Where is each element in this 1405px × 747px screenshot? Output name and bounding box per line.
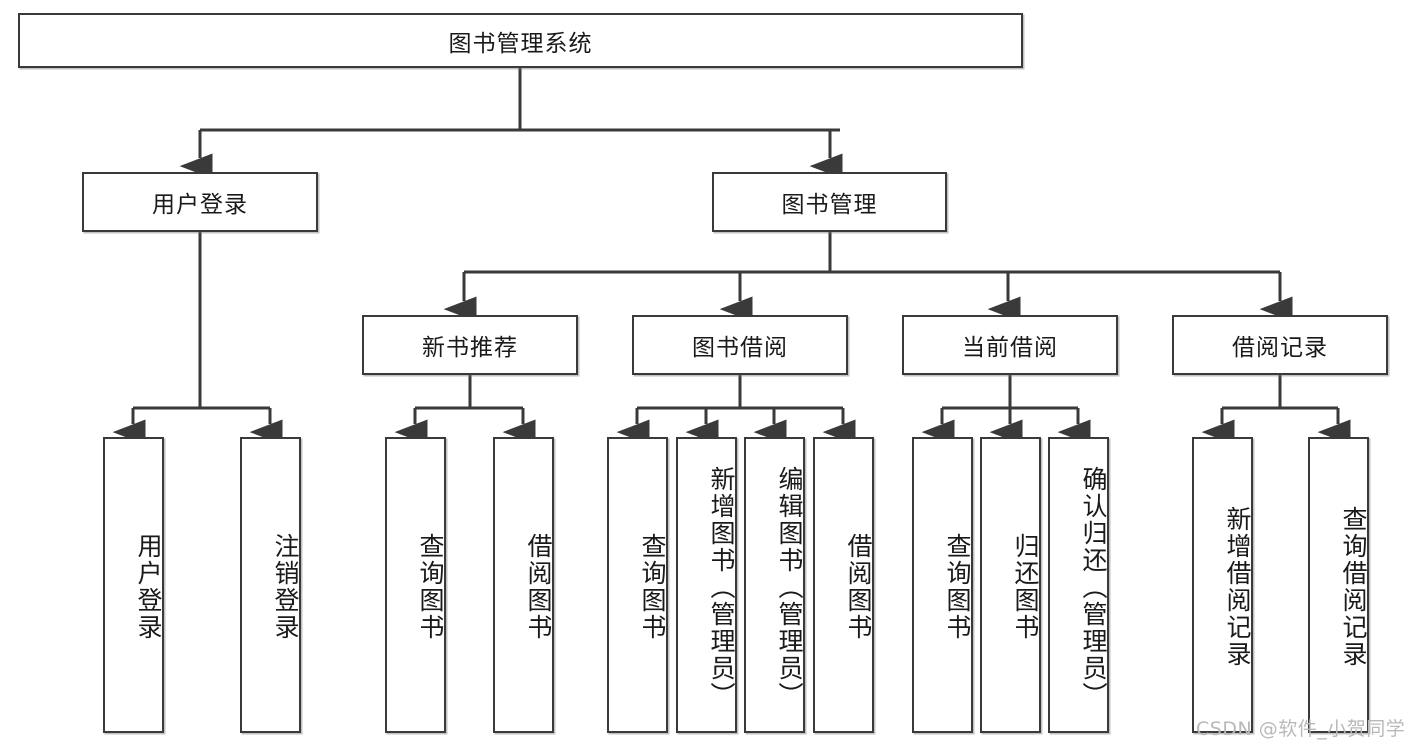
node-user-login[interactable]: 用户登录 — [82, 172, 318, 232]
node-book-management-system[interactable]: 图书管理系统 — [18, 13, 1023, 68]
node-label: 当前借阅 — [962, 335, 1058, 361]
node-leaf-user-login[interactable]: 用户登录 — [103, 437, 164, 733]
node-leaf-edit-book[interactable]: 编辑图书（管理员） — [744, 437, 805, 733]
node-label: 图书借阅 — [692, 335, 788, 361]
node-label: 查询图书 — [638, 533, 667, 641]
node-label: 查询借阅记录 — [1339, 506, 1368, 668]
node-leaf-return-book[interactable]: 归还图书 — [980, 437, 1041, 733]
node-label: 借阅图书 — [524, 533, 553, 641]
node-current-borrow[interactable]: 当前借阅 — [902, 315, 1118, 375]
node-leaf-query-record[interactable]: 查询借阅记录 — [1308, 437, 1369, 733]
node-label: 查询图书 — [416, 533, 445, 641]
watermark-text: CSDN @软件_小贺同学 — [1196, 718, 1405, 740]
node-label: 图书管理系统 — [448, 30, 593, 57]
node-borrow-record[interactable]: 借阅记录 — [1172, 315, 1388, 375]
node-leaf-add-book[interactable]: 新增图书（管理员） — [676, 437, 737, 733]
node-label: 注销登录 — [271, 533, 300, 641]
node-book-manage[interactable]: 图书管理 — [712, 172, 947, 232]
node-label: 图书管理 — [781, 192, 878, 218]
node-label: 借阅图书 — [844, 533, 873, 641]
node-new-book-recommend[interactable]: 新书推荐 — [362, 315, 578, 375]
node-leaf-borrow-book-2[interactable]: 借阅图书 — [813, 437, 874, 733]
node-leaf-borrow-book-1[interactable]: 借阅图书 — [493, 437, 554, 733]
node-label: 新增图书（管理员） — [707, 465, 736, 709]
node-label: 确认归还（管理员） — [1079, 465, 1108, 709]
node-label: 编辑图书（管理员） — [775, 465, 804, 709]
node-label: 用户登录 — [152, 192, 248, 218]
node-leaf-query-book-1[interactable]: 查询图书 — [385, 437, 446, 733]
node-label: 用户登录 — [134, 533, 163, 641]
node-label: 新增借阅记录 — [1223, 506, 1252, 668]
node-leaf-add-record[interactable]: 新增借阅记录 — [1192, 437, 1253, 733]
node-leaf-query-book-2[interactable]: 查询图书 — [607, 437, 668, 733]
node-leaf-query-book-3[interactable]: 查询图书 — [912, 437, 973, 733]
node-leaf-confirm-return[interactable]: 确认归还（管理员） — [1048, 437, 1109, 733]
node-label: 归还图书 — [1011, 533, 1040, 641]
node-label: 查询图书 — [943, 533, 972, 641]
node-label: 借阅记录 — [1232, 335, 1328, 361]
node-leaf-logout[interactable]: 注销登录 — [240, 437, 301, 733]
node-label: 新书推荐 — [422, 335, 518, 361]
node-book-borrow[interactable]: 图书借阅 — [632, 315, 848, 375]
